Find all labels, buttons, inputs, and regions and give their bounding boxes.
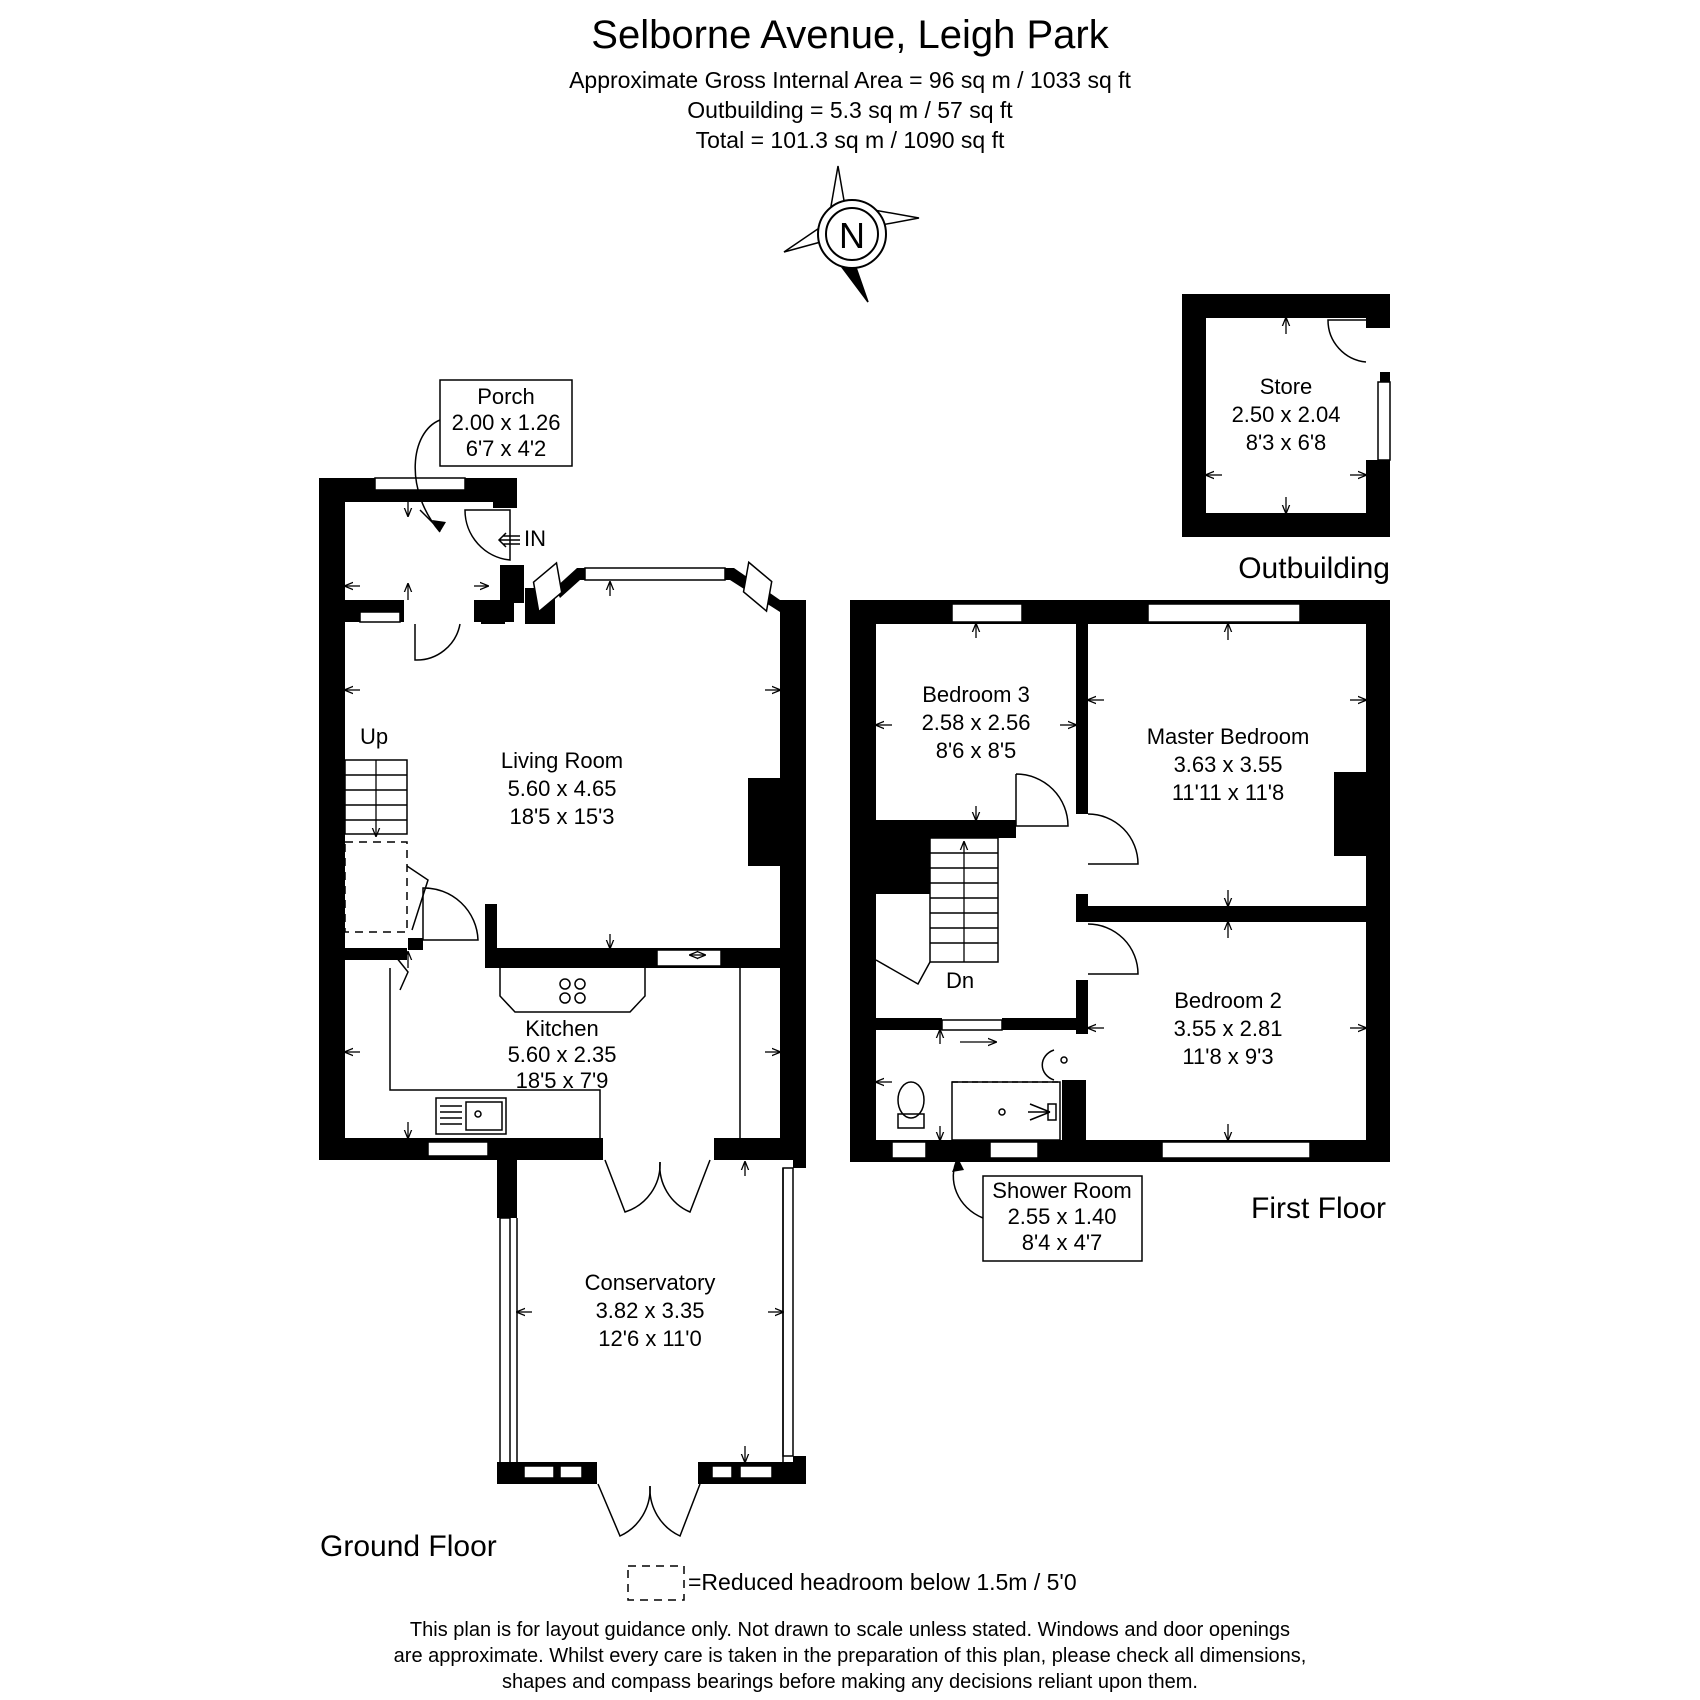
plan-title: Selborne Avenue, Leigh Park — [591, 13, 1109, 57]
bedroom2-imperial: 11'8 x 9'3 — [1182, 1044, 1273, 1069]
bedroom2-name: Bedroom 2 — [1174, 988, 1282, 1013]
stairs-up-label: Up — [360, 724, 388, 749]
legend: =Reduced headroom below 1.5m / 5'0 — [627, 1565, 1077, 1601]
store-name: Store — [1260, 374, 1313, 399]
master-bedroom-imperial: 11'11 x 11'8 — [1172, 780, 1284, 805]
living-room-metric: 5.60 x 4.65 — [508, 776, 617, 801]
kitchen-imperial: 18'5 x 7'9 — [516, 1068, 609, 1093]
porch-metric: 2.00 x 1.26 — [452, 410, 561, 435]
master-bedroom-metric: 3.63 x 3.55 — [1174, 752, 1283, 777]
conservatory-metric: 3.82 x 3.35 — [596, 1298, 705, 1323]
kitchen-name: Kitchen — [525, 1016, 598, 1041]
first-floor-label: First Floor — [1251, 1192, 1386, 1225]
hob-icon — [559, 978, 586, 1004]
outbuilding-plan: Store 2.50 x 2.04 8'3 x 6'8 Outbuilding — [1182, 294, 1391, 585]
outbuilding-area-line: Outbuilding = 5.3 sq m / 57 sq ft — [687, 97, 1013, 123]
shower-room-imperial: 8'4 x 4'7 — [1022, 1230, 1103, 1255]
disclaimer-line-2: are approximate. Whilst every care is ta… — [394, 1645, 1307, 1667]
porch-imperial: 6'7 x 4'2 — [466, 436, 547, 461]
conservatory-imperial: 12'6 x 11'0 — [598, 1326, 701, 1351]
first-floor-plan: Dn Shower Room 2.55 x 1.40 — [850, 600, 1390, 1262]
porch-name: Porch — [477, 384, 534, 409]
reduced-headroom-label: =Reduced headroom below 1.5m / 5'0 — [688, 1569, 1077, 1595]
total-area-line: Total = 101.3 sq m / 1090 sq ft — [696, 127, 1005, 153]
conservatory-name: Conservatory — [585, 1270, 716, 1295]
compass-icon: N — [783, 165, 920, 303]
shower-room-name: Shower Room — [992, 1178, 1131, 1203]
stairs-down-label: Dn — [946, 968, 974, 993]
disclaimer-line-1: This plan is for layout guidance only. N… — [410, 1619, 1290, 1641]
bedroom2-metric: 3.55 x 2.81 — [1174, 1016, 1283, 1041]
reduced-headroom-swatch — [627, 1565, 685, 1601]
compass-north-label: N — [839, 215, 865, 256]
bedroom3-metric: 2.58 x 2.56 — [922, 710, 1031, 735]
living-room-imperial: 18'5 x 15'3 — [509, 804, 614, 829]
master-bedroom-name: Master Bedroom — [1147, 724, 1310, 749]
ground-floor-label: Ground Floor — [320, 1530, 497, 1563]
sink-icon — [435, 1097, 507, 1135]
living-room-name: Living Room — [501, 748, 623, 773]
outbuilding-label: Outbuilding — [1238, 552, 1390, 585]
shower-room-label-box — [982, 1175, 1143, 1262]
porch-label-box — [439, 379, 573, 467]
toilet-icon — [897, 1081, 925, 1129]
shower-room-metric: 2.55 x 1.40 — [1008, 1204, 1117, 1229]
bedroom3-imperial: 8'6 x 8'5 — [936, 738, 1017, 763]
disclaimer-line-3: shapes and compass bearings before makin… — [502, 1671, 1198, 1693]
store-imperial: 8'3 x 6'8 — [1246, 430, 1327, 455]
gross-area-line: Approximate Gross Internal Area = 96 sq … — [569, 67, 1131, 93]
entrance-label: IN — [524, 526, 546, 551]
shower-icon — [951, 1081, 1062, 1141]
basin-icon — [1041, 1049, 1068, 1081]
store-metric: 2.50 x 2.04 — [1232, 402, 1341, 427]
kitchen-metric: 5.60 x 2.35 — [508, 1042, 617, 1067]
bedroom3-name: Bedroom 3 — [922, 682, 1030, 707]
ground-floor-plan: IN Up — [319, 379, 806, 1563]
